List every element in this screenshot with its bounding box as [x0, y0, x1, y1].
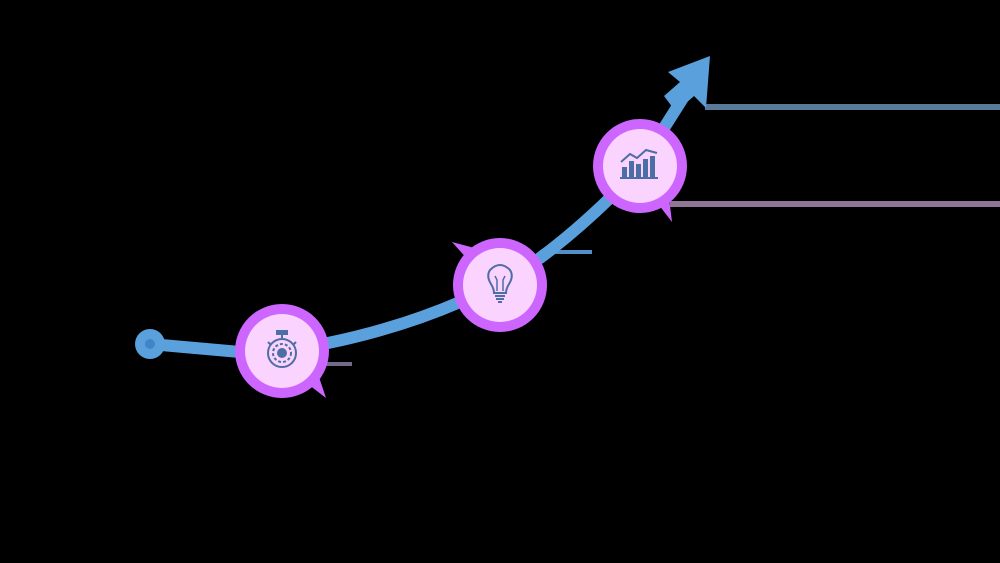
path-segment-2 [534, 192, 616, 264]
growth-path [144, 56, 710, 358]
stopwatch-gear-icon [267, 330, 297, 368]
arrowhead-icon [664, 56, 710, 112]
guide-lines [320, 104, 1000, 366]
guide-line-middle [540, 250, 592, 254]
node-1 [235, 304, 329, 398]
node-3 [593, 119, 687, 222]
guide-line-lower [320, 362, 352, 366]
lightbulb-icon [487, 264, 513, 303]
node-2 [452, 238, 547, 332]
guide-line-top [705, 104, 1000, 110]
path-segment-1 [322, 296, 466, 349]
node-2-fill [463, 248, 537, 322]
path-segment-start [144, 338, 246, 358]
guide-line-upper [670, 201, 1000, 207]
start-circle-icon [135, 329, 165, 359]
bar-chart-trend-icon [620, 148, 658, 179]
